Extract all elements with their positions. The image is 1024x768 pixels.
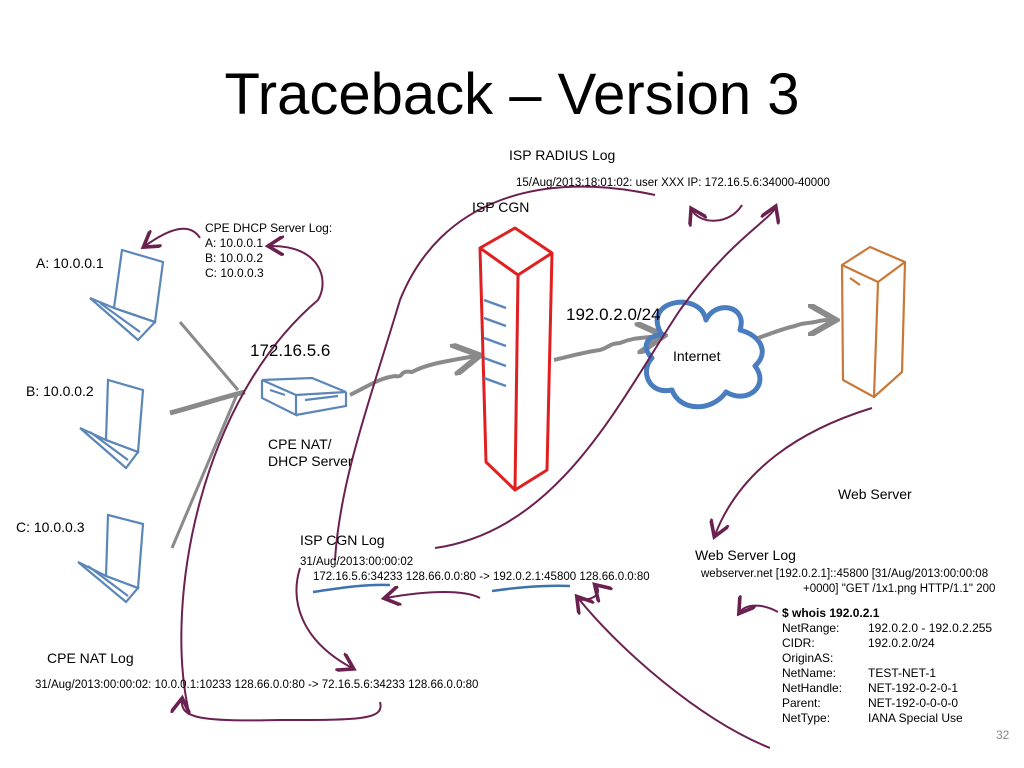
arrow-cgnlog-to-natlog	[295, 567, 352, 668]
cpe-nat-log-entry: 31/Aug/2013:00:00:02: 10.0.0.1:10233 128…	[35, 679, 479, 691]
whois-key: OriginAS:	[782, 651, 834, 665]
isp-radius-log-label: ISP RADIUS Log	[509, 147, 616, 163]
isp-cgn-label: ISP CGN	[472, 199, 530, 215]
isp-cgn-log-label: ISP CGN Log	[300, 532, 385, 548]
host-b-label: B: 10.0.0.2	[26, 383, 94, 399]
host-c-label: C: 10.0.0.3	[16, 519, 85, 535]
cpe-nat-log-label: CPE NAT Log	[47, 650, 134, 666]
cgn-log-line2: 172.16.5.6:34233 128.66.0.0:80 -> 192.0.…	[313, 571, 650, 583]
lan-links	[169, 321, 246, 549]
cgn-log-underline-right	[491, 584, 571, 593]
whois-key: Parent:	[782, 696, 821, 710]
cpe-nat-label-line1: CPE NAT/	[268, 436, 332, 452]
arrow-dhcplog-to-laptop-a	[145, 227, 201, 246]
whois-value: 192.0.2.0/24	[868, 636, 935, 650]
whois-key: NetType:	[782, 711, 831, 725]
slide-number: 32	[996, 728, 1010, 742]
cpe-dhcp-log-line: B: 10.0.0.2	[205, 251, 264, 265]
cgn-range-label: 192.0.2.0/24	[566, 305, 661, 324]
whois-row: OriginAS:	[782, 651, 992, 666]
web-log-line1: webserver.net [192.0.2.1]::45800 [31/Aug…	[701, 568, 989, 580]
arrow-natlog-bracket	[182, 700, 382, 722]
laptop-b-icon	[79, 378, 145, 470]
whois-value: 192.0.2.0 - 192.0.2.255	[868, 621, 993, 635]
whois-row: NetType: IANA Special Use	[782, 711, 992, 726]
link-cpe-to-cgn	[349, 356, 476, 397]
laptop-a-icon	[89, 248, 165, 342]
whois-row: NetRange: 192.0.2.0 - 192.0.2.255	[782, 621, 992, 636]
arrow-whois-to-cgnlog	[578, 598, 771, 749]
internet-cloud-icon	[643, 299, 765, 410]
whois-value: NET-192-0-0-0-0	[868, 696, 959, 710]
whois-row: NetName: TEST-NET-1	[782, 666, 992, 681]
arrow-cgnlog-to-radius	[434, 208, 775, 549]
cpe-dhcp-log: CPE DHCP Server Log: A: 10.0.0.1 B: 10.0…	[205, 221, 332, 281]
arrow-whois-to-weblog	[740, 606, 779, 612]
whois-command: $ whois 192.0.2.1	[782, 606, 880, 620]
web-server-icon	[840, 245, 907, 399]
cpe-nat-icon	[260, 376, 348, 417]
whois-row: Parent: NET-192-0-0-0-0	[782, 696, 992, 711]
link-cgn-to-internet	[553, 336, 660, 362]
whois-key: CIDR:	[782, 636, 815, 650]
cpe-dhcp-log-title: CPE DHCP Server Log:	[205, 221, 333, 235]
host-a-label: A: 10.0.0.1	[36, 255, 104, 271]
slide-title: Traceback – Version 3	[224, 62, 800, 127]
cpe-dhcp-log-line: A: 10.0.0.1	[205, 236, 264, 250]
arrow-webserver-to-weblog	[715, 407, 873, 535]
whois-row: CIDR: 192.0.2.0/24	[782, 636, 992, 651]
internet-label: Internet	[673, 348, 721, 364]
cpe-ip-label: 172.16.5.6	[250, 341, 331, 360]
link-internet-to-webserver	[757, 320, 832, 340]
web-log-line2: +0000] "GET /1x1.png HTTP/1.1" 200	[803, 583, 996, 595]
web-server-log-label: Web Server Log	[695, 547, 796, 563]
whois-key: NetRange:	[782, 621, 840, 635]
arrow-natlog-to-dhcplog	[180, 246, 324, 709]
trace-arrows	[145, 185, 873, 749]
web-server-label: Web Server	[838, 486, 912, 502]
whois-value: NET-192-0-2-0-1	[868, 681, 959, 695]
whois-output: $ whois 192.0.2.1 NetRange: 192.0.2.0 - 1…	[782, 606, 992, 726]
whois-key: NetName:	[782, 666, 837, 680]
cpe-nat-label-line2: DHCP Server	[268, 453, 353, 469]
arrow-cgnlog-bracket-left	[386, 592, 481, 598]
whois-row: NetHandle: NET-192-0-2-0-1	[782, 681, 992, 696]
arrow-cgnlog-bracket-right	[577, 586, 598, 600]
whois-key: NetHandle:	[782, 681, 843, 695]
cgn-log-line1: 31/Aug/2013:00:00:02	[300, 556, 414, 568]
isp-cgn-icon	[478, 226, 554, 492]
arrow-radius-arc	[334, 185, 656, 561]
whois-value: TEST-NET-1	[868, 666, 937, 680]
arrow-radius-squiggle	[692, 204, 743, 221]
laptop-c-icon	[77, 513, 145, 604]
cgn-log-underline-left	[312, 583, 391, 594]
whois-value: IANA Special Use	[868, 711, 963, 725]
cpe-dhcp-log-line: C: 10.0.0.3	[205, 266, 264, 280]
radius-log-entry: 15/Aug/2013:18:01:02: user XXX IP: 172.1…	[516, 177, 830, 189]
cgn-slots	[483, 298, 507, 388]
